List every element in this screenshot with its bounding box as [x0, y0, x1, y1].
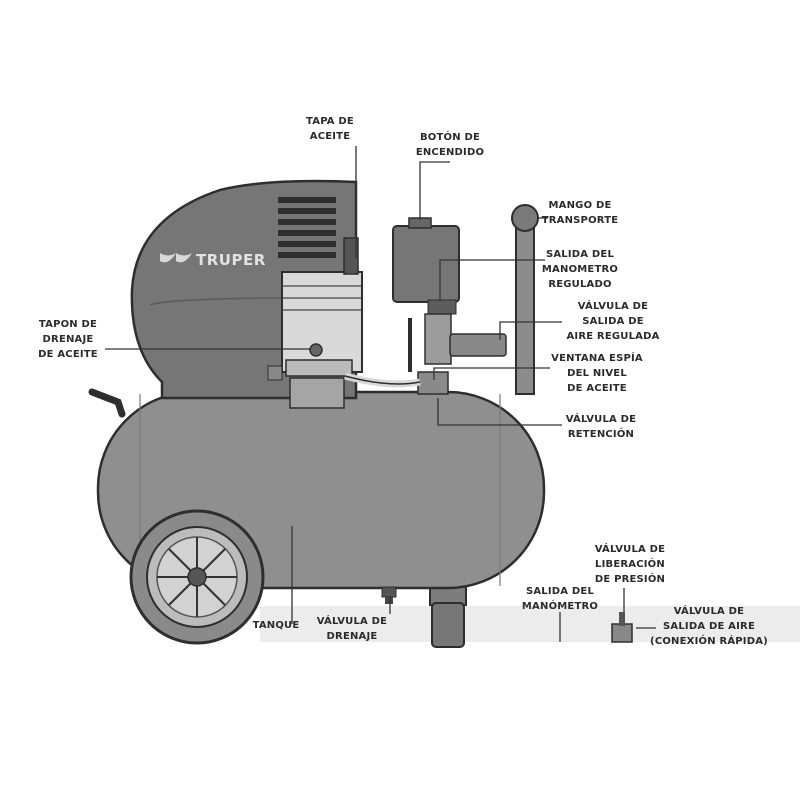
label-salida-manometro-regulado: SALIDA DEL MANOMETRO REGULADO: [540, 247, 620, 292]
label-line: AIRE REGULADA: [566, 331, 660, 342]
label-line: VÁLVULA DE: [577, 301, 649, 312]
label-line: TANQUE: [252, 620, 300, 631]
label-line: BOTÓN DE: [419, 132, 481, 143]
label-line: (CONEXIÓN RÁPIDA): [650, 636, 768, 647]
label-line: ENCENDIDO: [415, 147, 485, 158]
pump-head: [267, 237, 363, 409]
label-line: TAPON DE: [38, 319, 98, 330]
leader-lines: [105, 146, 656, 642]
brand-text: TRUPER: [196, 251, 266, 269]
carry-handle: [511, 204, 539, 395]
label-line: RETENCIÓN: [567, 429, 635, 440]
label-ventana-espia: VENTANA ESPÍA DEL NIVEL DE ACEITE: [548, 351, 646, 396]
label-line: DE ACEITE: [38, 349, 98, 360]
label-line: DRENAJE: [326, 631, 378, 642]
label-line: DRENAJE: [42, 334, 94, 345]
label-boton-encendido: BOTÓN DE ENCENDIDO: [408, 130, 492, 160]
label-line: VENTANA ESPÍA: [551, 353, 643, 364]
label-line: DE PRESIÓN: [594, 574, 666, 585]
manifold: [344, 313, 507, 395]
label-valvula-drenaje: VÁLVULA DE DRENAJE: [312, 614, 392, 644]
label-line: SALIDA DEL: [525, 586, 595, 597]
label-line: TAPA DE: [306, 116, 354, 127]
label-tapon-drenaje: TAPON DE DRENAJE DE ACEITE: [30, 317, 106, 362]
label-valvula-salida-aire: VÁLVULA DE SALIDA DE AIRE (CONEXIÓN RÁPI…: [650, 604, 768, 649]
label-valvula-liberacion: VÁLVULA DE LIBERACIÓN DE PRESIÓN: [590, 542, 670, 587]
label-line: SALIDA DE: [582, 316, 644, 327]
label-line: VÁLVULA DE: [594, 544, 666, 555]
label-line: MANGO DE: [548, 200, 612, 211]
label-line: ACEITE: [309, 131, 351, 142]
label-line: LIBERACIÓN: [595, 559, 665, 570]
release-valve-part: [611, 612, 633, 643]
label-mango-transporte: MANGO DE TRANSPORTE: [540, 198, 620, 228]
pressure-switch: [392, 217, 460, 315]
label-tanque: TANQUE: [248, 618, 304, 633]
label-line: VÁLVULA DE: [565, 414, 637, 425]
left-handle-rod: [88, 388, 126, 418]
floor-band: [260, 606, 800, 642]
drain-valve-part: [381, 586, 397, 604]
label-tapa-aceite: TAPA DE ACEITE: [300, 114, 360, 144]
label-valvula-aire-regulada: VÁLVULA DE SALIDA DE AIRE REGULADA: [560, 299, 666, 344]
label-line: MANOMETRO: [541, 264, 619, 275]
label-salida-manometro: SALIDA DEL MANÓMETRO: [510, 584, 610, 614]
label-valvula-retencion: VÁLVULA DE RETENCIÓN: [560, 412, 642, 442]
label-line: SALIDA DEL: [545, 249, 615, 260]
label-line: SALIDA DE AIRE: [663, 621, 755, 632]
wheel: [129, 509, 265, 645]
label-line: MANÓMETRO: [521, 601, 599, 612]
label-line: REGULADO: [548, 279, 612, 290]
label-line: VÁLVULA DE: [316, 616, 388, 627]
label-line: TRANSPORTE: [541, 215, 619, 226]
truper-logo: TRUPER: [160, 251, 266, 269]
label-line: DEL NIVEL: [567, 368, 627, 379]
label-line: VÁLVULA DE: [673, 606, 745, 617]
label-line: DE ACEITE: [567, 383, 627, 394]
